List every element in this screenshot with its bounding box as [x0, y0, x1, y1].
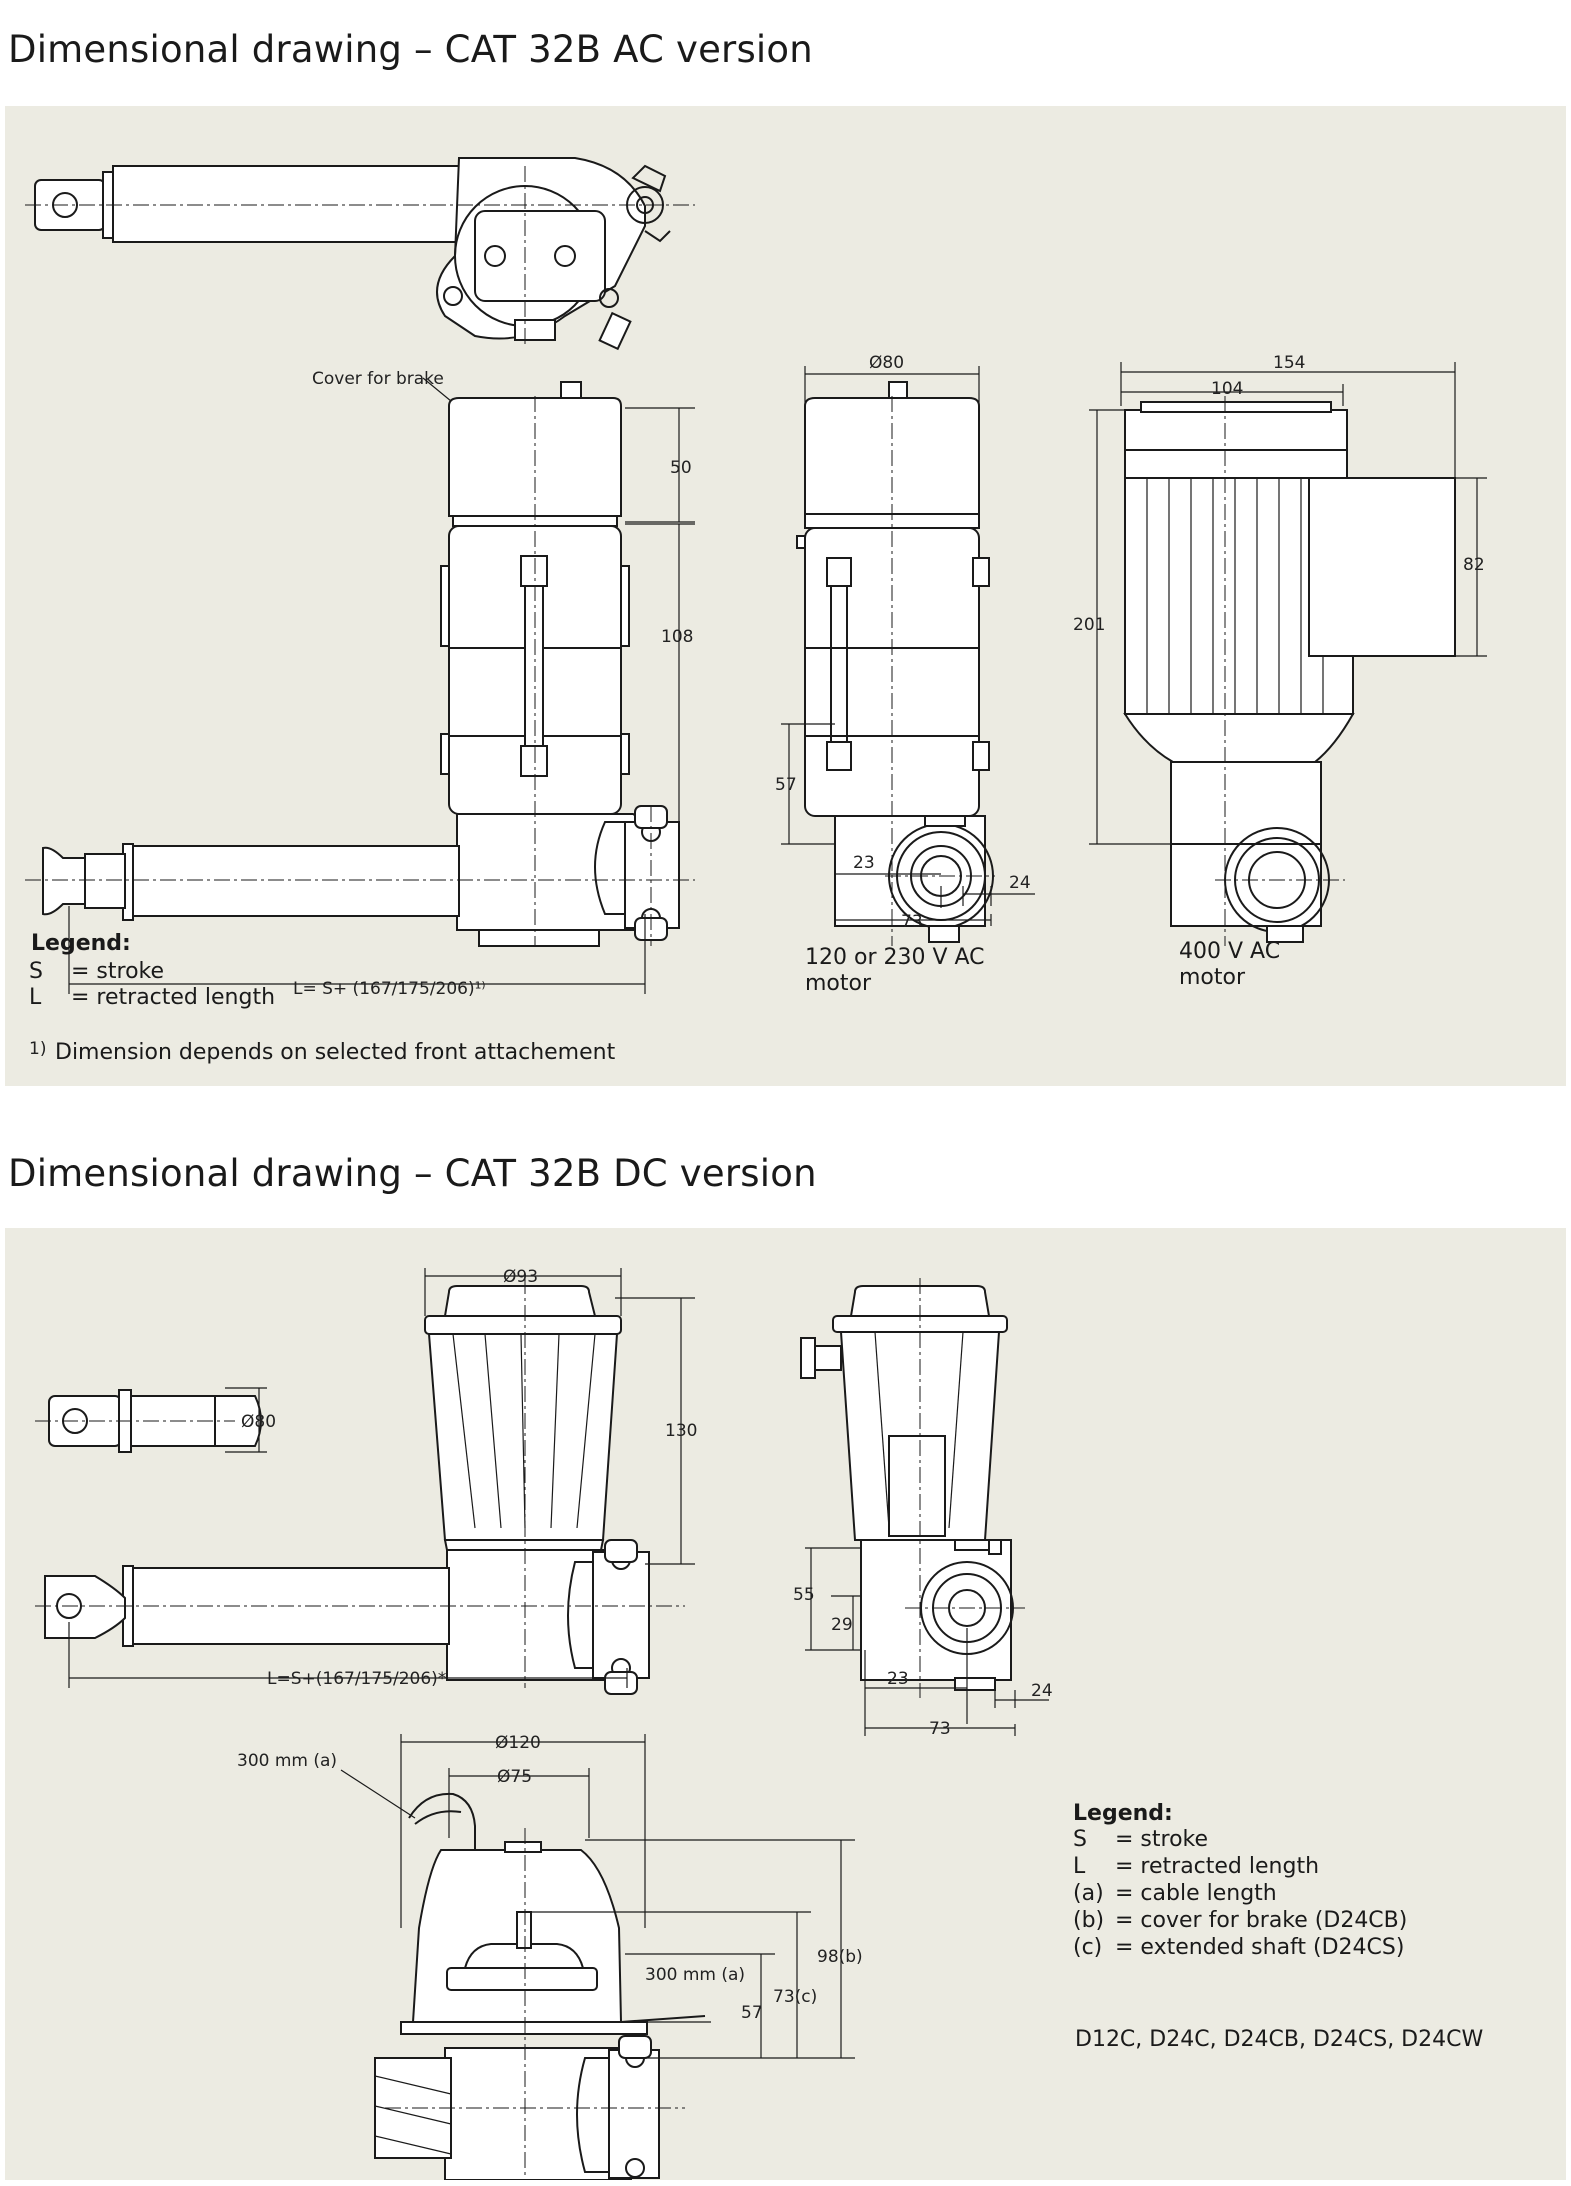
- ac-side-view-400v: 154 104 82 201: [1073, 353, 1487, 946]
- dc-dim-29: 29: [831, 1615, 853, 1635]
- dc-legend-val-s: = stroke: [1115, 1827, 1208, 1852]
- dc-legend-key-a: (a): [1073, 1881, 1104, 1906]
- ac-motor-labels: 120 or 230 V AC motor 400 V AC motor: [805, 939, 1280, 996]
- cover-for-brake-label: Cover for brake: [312, 369, 444, 389]
- ac-drawing: Cover for brake 50: [25, 157, 1487, 1065]
- dc-legend-key-c: (c): [1073, 1935, 1102, 1960]
- dc-dim-diam93: Ø93: [503, 1267, 538, 1287]
- ac-legend: Legend: S = stroke L = retracted length …: [29, 931, 616, 1065]
- dim-50: 50: [670, 458, 692, 478]
- dc-legend-key-b: (b): [1073, 1908, 1104, 1933]
- dc-model-list: D12C, D24C, D24CB, D24CS, D24CW: [1075, 2027, 1483, 2052]
- dc-legend-title: Legend:: [1073, 1801, 1173, 1826]
- ac-legend-val-l: = retracted length: [71, 985, 275, 1010]
- dc-dim-length-formula: L=S+(167/175/206)*: [267, 1669, 446, 1689]
- dim-57: 57: [775, 775, 797, 795]
- dc-lower-view: Ø120 Ø75 300 mm (a) 300 mm (a): [237, 1733, 863, 2180]
- dc-dim-cable-300: 300 mm (a): [645, 1965, 745, 1985]
- ac-front-view: Cover for brake 50: [25, 369, 695, 999]
- dc-legend-key-s: S: [1073, 1827, 1087, 1852]
- dim-diam80: Ø80: [869, 353, 904, 373]
- dc-section-title: Dimensional drawing – CAT 32B DC version: [8, 1152, 817, 1195]
- dc-dim-57: 57: [741, 2003, 763, 2023]
- dc-dim-73: 73: [929, 1719, 951, 1739]
- dc-dim-130: 130: [665, 1421, 697, 1441]
- ac-drawing-panel: Cover for brake 50: [5, 106, 1566, 1086]
- ac-legend-title: Legend:: [31, 931, 131, 956]
- motor-400-sub: motor: [1179, 965, 1246, 990]
- dc-dim-23: 23: [887, 1669, 909, 1689]
- dc-legend-val-a: = cable length: [1115, 1881, 1277, 1906]
- dim-201: 201: [1073, 615, 1105, 635]
- dc-legend-val-c: = extended shaft (D24CS): [1115, 1935, 1404, 1960]
- dim-104: 104: [1211, 379, 1243, 399]
- dc-drawing: Ø80 Ø93 130: [35, 1267, 1483, 2180]
- motor-120-label: 120 or 230 V AC: [805, 945, 985, 970]
- motor-120-sub: motor: [805, 971, 872, 996]
- ac-footnote: Dimension depends on selected front atta…: [55, 1040, 616, 1065]
- dc-dim-98b: 98(b): [817, 1947, 863, 1967]
- dim-108: 108: [661, 627, 693, 647]
- dc-dim-cable-top: 300 mm (a): [237, 1751, 337, 1771]
- dc-front-view: Ø93 130 L=S+(167/175/206)*: [35, 1267, 697, 1695]
- dc-legend-key-l: L: [1073, 1854, 1086, 1879]
- dc-rod-end-view: Ø80: [35, 1387, 276, 1453]
- dc-dim-73c: 73(c): [773, 1987, 817, 2007]
- dc-side-view: 55 29 23 24 73: [793, 1278, 1053, 1739]
- ac-side-view-120v: Ø80 57 23 24 73: [775, 353, 1035, 946]
- dc-legend-val-l: = retracted length: [1115, 1854, 1319, 1879]
- dim-length-formula: L= S+ (167/175/206)¹⁾: [293, 979, 486, 999]
- dim-24: 24: [1009, 873, 1031, 893]
- dc-dim-24: 24: [1031, 1681, 1053, 1701]
- dim-73: 73: [901, 912, 923, 932]
- dc-dim-diam80: Ø80: [241, 1412, 276, 1432]
- dim-154: 154: [1273, 353, 1305, 373]
- dim-82: 82: [1463, 555, 1485, 575]
- ac-legend-key-l: L: [29, 985, 42, 1010]
- motor-400-label: 400 V AC: [1179, 939, 1280, 964]
- dc-legend-val-b: = cover for brake (D24CB): [1115, 1908, 1407, 1933]
- dc-dim-55: 55: [793, 1585, 815, 1605]
- ac-footnote-mark: 1): [29, 1039, 46, 1059]
- dc-drawing-panel: Ø80 Ø93 130: [5, 1228, 1566, 2180]
- dc-legend: Legend: S = stroke L = retracted length …: [1073, 1801, 1483, 2052]
- dc-dim-diam75: Ø75: [497, 1767, 532, 1787]
- ac-legend-key-s: S: [29, 959, 43, 984]
- dim-23: 23: [853, 853, 875, 873]
- ac-legend-val-s: = stroke: [71, 959, 164, 984]
- dc-dim-diam120: Ø120: [495, 1733, 541, 1753]
- ac-section-title: Dimensional drawing – CAT 32B AC version: [8, 28, 813, 71]
- ac-top-view: [25, 157, 695, 351]
